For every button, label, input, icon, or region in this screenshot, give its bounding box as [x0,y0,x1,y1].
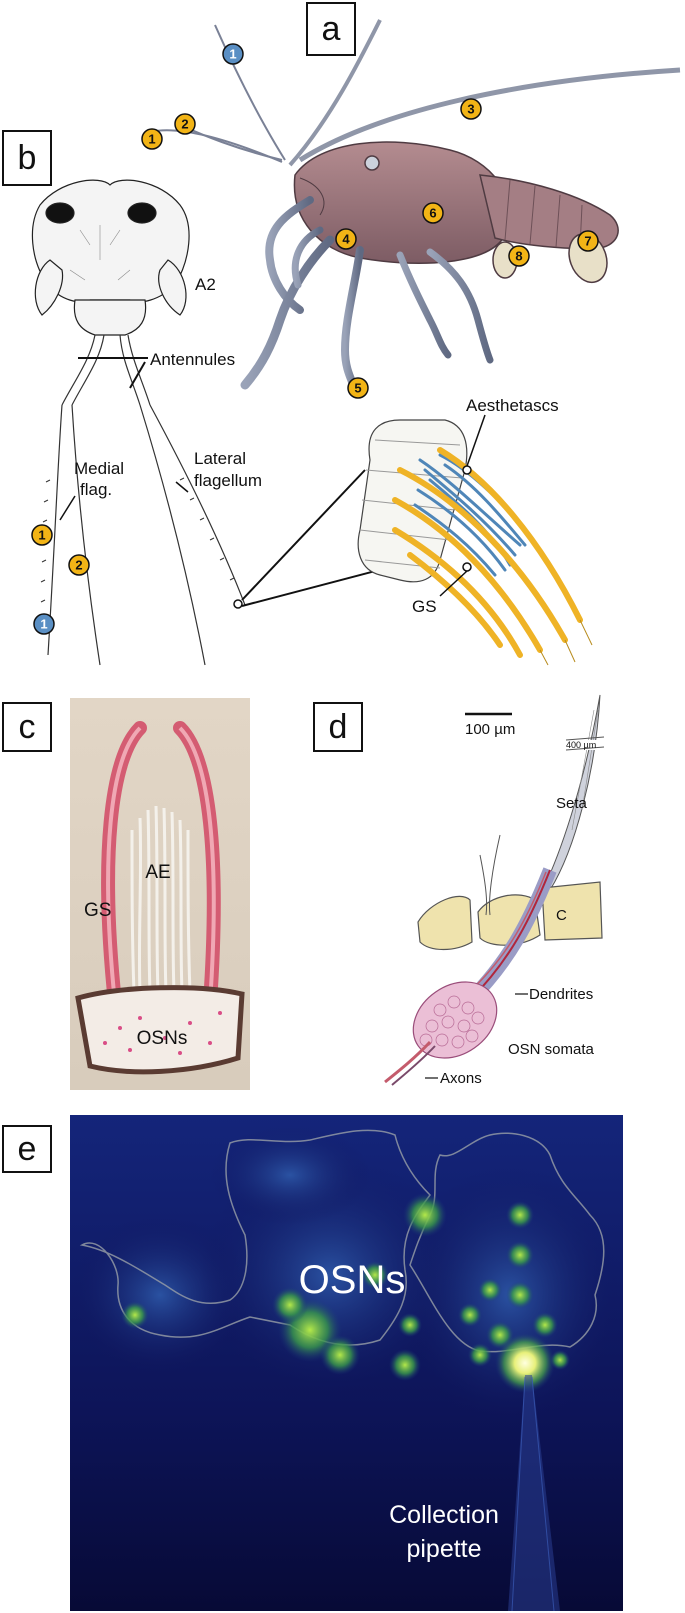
panel-label-c: c [2,702,52,752]
left-lateral-flagellum [71,404,101,666]
label-pipette-1: Collection [389,1501,499,1529]
osn-somata-cluster [412,981,498,1059]
break-label: 400 µm [566,740,596,750]
label-gs-c: GS [84,900,111,921]
svg-text:1: 1 [40,617,47,632]
lobster-head-dorsal [31,179,190,336]
marker-b-blue-1: 1 [33,613,55,635]
label-lateral-1: Lateral [194,449,246,468]
label-pipette-2: pipette [406,1535,481,1563]
marker-b-yellow-1: 1 [31,524,53,546]
lobster-antennule-1 [214,24,286,161]
panel-label-b: b [2,130,52,186]
label-osns-e: OSNs [299,1258,406,1302]
label-seta: Seta [556,795,588,812]
label-ae: AE [145,862,170,883]
antennule-segment-base [75,985,245,1075]
marker-a-blue-1: 1 [222,43,244,65]
scale-bar-label: 100 µm [465,721,515,738]
svg-text:2: 2 [75,558,82,573]
marker-a-yellow-3: 3 [460,98,482,120]
osn-cluster-outline [79,1129,431,1346]
cuticle-block-right [541,881,603,941]
right-medial-flagellum [139,404,206,666]
lobster-eye [364,155,380,171]
label-dendrites: Dendrites [529,986,593,1003]
marker-a-yellow-4: 4 [335,228,357,250]
marker-a-yellow-8: 8 [508,245,530,267]
fluorescent-osn-spots [121,1193,570,1393]
lobster-legs [240,196,494,396]
left-medial-flagellum [47,404,63,656]
lobster-antenna-left [288,19,382,167]
svg-text:5: 5 [354,381,361,396]
marker-a-yellow-5: 5 [347,377,369,399]
marker-a-yellow-7: 7 [577,230,599,252]
label-gs: GS [412,597,437,616]
label-a2: A2 [195,275,216,294]
svg-text:7: 7 [584,234,591,249]
marker-a-yellow-6: 6 [422,202,444,224]
label-lateral-2: flagellum [194,471,262,490]
marker-a-yellow-2: 2 [174,113,196,135]
panel-c-micrograph: AE GS OSNs [70,698,250,1090]
marker-a-yellow-1: 1 [141,128,163,150]
svg-text:3: 3 [467,102,474,117]
label-medial-1: Medial [74,459,124,478]
label-antennules: Antennules [150,350,235,369]
svg-text:8: 8 [515,249,522,264]
lobster-antenna-3 [298,67,681,163]
right-lateral-flagellum [149,404,246,606]
lobster-antennule-2 [149,129,283,163]
label-aesthetascs: Aesthetascs [466,396,559,415]
magnified-segment-marker [233,599,243,609]
svg-text:4: 4 [342,232,350,247]
marker-b-yellow-2: 2 [68,554,90,576]
label-osns-c: OSNs [137,1028,188,1049]
label-medial-2: flag. [80,480,112,499]
label-osn-somata: OSN somata [508,1041,595,1058]
panel-label-a: a [306,2,356,56]
panel-e-fluorescence: OSNs Collection pipette [70,1115,623,1611]
cuticle-block-left [417,895,473,951]
panel-label-e: e [2,1125,52,1173]
svg-text:1: 1 [148,132,155,147]
label-axons: Axons [440,1070,482,1087]
aesthetasc-hairs [130,805,192,994]
collection-pipette [508,1375,560,1611]
panel-ab-illustration: A2 Antennules Medial flag. Lateral flage… [31,19,681,666]
axon-bundle [384,1040,432,1084]
antennule-shafts [47,334,246,666]
svg-text:2: 2 [181,117,188,132]
svg-text:1: 1 [38,528,45,543]
svg-text:1: 1 [229,47,236,62]
guard-setae-bundle [392,447,583,658]
panel-d-schematic: 100 µm 400 µm Seta C Dendrites OSN somat… [384,694,605,1087]
svg-text:6: 6 [429,206,436,221]
lobster-abdomen [479,174,619,250]
label-c: C [556,907,567,924]
panel-label-d: d [313,702,363,752]
